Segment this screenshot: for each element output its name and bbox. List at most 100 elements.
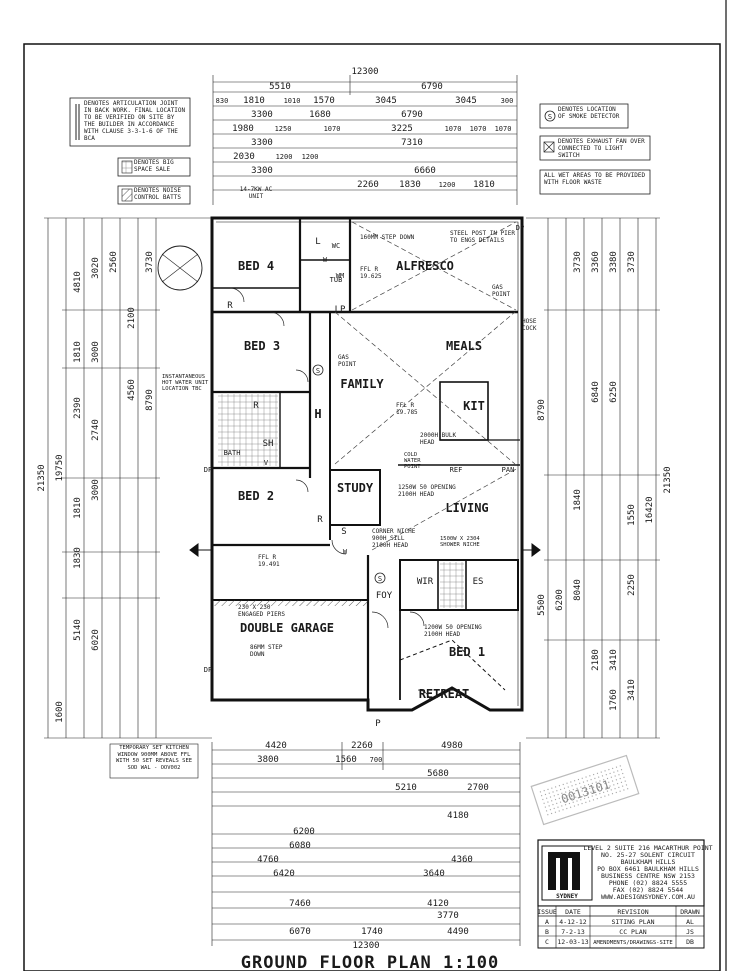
dim-top-r2-f: 3045 <box>455 96 477 106</box>
rev-row-c-drawn: DB <box>686 938 694 946</box>
dim-right-2: 3380 <box>609 251 619 273</box>
dim-bottom-r11-c: 4490 <box>447 927 469 937</box>
note-opening-bed1: 1200W 50 OPENING 2100H HEAD <box>424 624 482 638</box>
dim-right-18: 3410 <box>627 679 637 701</box>
dim-top-r3-a: 3300 <box>251 110 273 120</box>
room-w2: W <box>343 548 348 556</box>
kitchen-window-text: TEMPORARY SET KITCHEN WINDOW 900MM ABOVE… <box>115 745 193 771</box>
note-shower-niche: 1500W X 2304 SHOWER NICHE <box>440 536 480 548</box>
title-block: SYDNEY LEVEL 2 SUITE 216 MACARTHUR POINT… <box>537 839 713 907</box>
company-address-1: LEVEL 2 SUITE 216 MACARTHUR POINT <box>583 844 712 852</box>
dim-bottom-r7-a: 4760 <box>257 855 279 865</box>
smoke-detectors <box>312 364 386 584</box>
dim-right-7: 1840 <box>573 489 583 511</box>
dim-left-6: 3000 <box>91 341 101 363</box>
dim-left-5: 1810 <box>73 341 83 363</box>
room-h: H <box>314 407 321 421</box>
rev-header-date: DATE <box>565 908 581 916</box>
dim-bottom-r6-a: 6080 <box>289 841 311 851</box>
smoke-label-1: S <box>316 367 320 375</box>
dim-right-1: 3360 <box>591 251 601 273</box>
dim-top-r2-b: 1810 <box>243 96 265 106</box>
legend-wet-areas-text: ALL WET AREAS TO BE PROVIDED WITH FLOOR … <box>544 172 646 186</box>
room-l: L <box>315 237 320 247</box>
dim-bottom-r12-a: 12300 <box>352 941 379 951</box>
dim-left-overall: 21350 <box>37 464 47 491</box>
dim-left-3: 3730 <box>145 251 155 273</box>
dim-right-9: 1550 <box>627 504 637 526</box>
smoke-label-2: S <box>378 575 382 583</box>
dim-right-17: 1760 <box>609 689 619 711</box>
dim-top-r3-b: 1680 <box>309 110 331 120</box>
company-address-3: BAULKHAM HILLS <box>621 858 676 866</box>
legend-exhaust-text: DENOTES EXHAUST FAN OVER CONNECTED TO LI… <box>558 138 645 158</box>
bottom-dimension-lines <box>211 742 521 946</box>
plan-title: GROUND FLOOR PLAN 1:100 <box>241 953 499 971</box>
rev-row-b-drawn: JS <box>686 928 694 936</box>
logo-text: SYDNEY <box>556 893 578 900</box>
room-foy: FOY <box>376 591 393 601</box>
dim-top-overall: 12300 <box>351 67 378 77</box>
note-hose-cock: HOSE COCK <box>522 318 537 332</box>
room-alfresco: ALFRESCO <box>396 259 454 273</box>
legend-noise: DENOTES NOISE CONTROL BATTS <box>117 185 191 205</box>
dim-right-14: 8040 <box>573 579 583 601</box>
dim-bottom-r11-b: 1740 <box>361 927 383 937</box>
note-cold-water: COLD WATER POINT <box>404 452 421 468</box>
room-lp: LP <box>335 305 346 315</box>
note-steel-post: STEEL POST IN PIER TO ENGS DETAILS <box>450 230 516 244</box>
dim-left-7: 2390 <box>73 397 83 419</box>
dim-right-3: 3730 <box>627 251 637 273</box>
plan-notes: 160MM STEP DOWN STEEL POST IN PIER TO EN… <box>162 224 537 674</box>
company-fax: FAX (02) 8824 5544 <box>613 886 684 894</box>
legend-wet-areas: ALL WET AREAS TO BE PROVIDED WITH FLOOR … <box>539 169 651 195</box>
room-living: LIVING <box>445 501 488 515</box>
dim-bottom-r8-b: 3640 <box>423 869 445 879</box>
dim-top-r4-b: 1250 <box>275 125 292 133</box>
dim-top-r4-d: 3225 <box>391 124 413 134</box>
note-engaged-piers: 230 X 230 ENGAGED PIERS <box>238 604 285 618</box>
company-web: WWW.ADESIGNSYDNEY.COM.AU <box>601 893 695 901</box>
dim-bottom-r9-b: 4120 <box>427 899 449 909</box>
section-markers <box>189 543 541 557</box>
ensuite-tiles <box>440 562 464 608</box>
dim-top-r7-b: 6660 <box>414 166 436 176</box>
dim-left-15: 5140 <box>73 619 83 641</box>
rev-row-c-revision: AMENDMENTS/DRAWINGS-SITE <box>593 940 672 946</box>
note-dp-1: DP <box>516 224 524 232</box>
dim-right-0: 3730 <box>573 251 583 273</box>
right-dimension-lines <box>526 217 660 739</box>
dim-top-r5-b: 7310 <box>401 138 423 148</box>
legend-articulation-text: DENOTES ARTICULATION JOINT IN BACK WORK.… <box>84 100 186 142</box>
rev-header-drawn: DRAWN <box>680 908 700 916</box>
room-p: P <box>375 719 381 729</box>
robe-bed4: R <box>227 301 233 311</box>
noise-batts-garage <box>213 600 368 606</box>
dim-right-8: 21350 <box>663 466 673 493</box>
dim-right-13: 6200 <box>555 589 565 611</box>
note-opening-living: 1250W 50 OPENING 2100H HEAD <box>398 484 456 498</box>
dim-right-12: 5500 <box>537 594 547 616</box>
robe-bed3: R <box>253 401 259 411</box>
dim-left-12: 1810 <box>73 497 83 519</box>
room-es: ES <box>473 577 484 587</box>
room-s: S <box>341 527 346 537</box>
room-w: W <box>323 256 328 264</box>
dim-left-11: 3000 <box>91 479 101 501</box>
dim-top-r3-c: 6790 <box>401 110 423 120</box>
left-dimension-lines <box>44 217 212 739</box>
dim-bottom-r2-b: 1560 <box>335 755 357 765</box>
ac-unit-label: 14-7KW AC UNIT <box>239 186 273 200</box>
dim-top-r8-b: 1830 <box>399 180 421 190</box>
note-tub: TUB <box>330 276 343 284</box>
dim-bottom-r9-a: 7460 <box>289 899 311 909</box>
dim-left-1: 3020 <box>91 257 101 279</box>
rev-row-c-issue: C <box>545 938 549 946</box>
dim-bottom-r5-a: 6200 <box>293 827 315 837</box>
dim-right-15: 2180 <box>591 649 601 671</box>
dim-top-r4-g: 1070 <box>495 125 512 133</box>
bath-tiles <box>218 394 278 466</box>
legend-big-space: DENOTES BIG SPACE SALE <box>117 157 191 177</box>
